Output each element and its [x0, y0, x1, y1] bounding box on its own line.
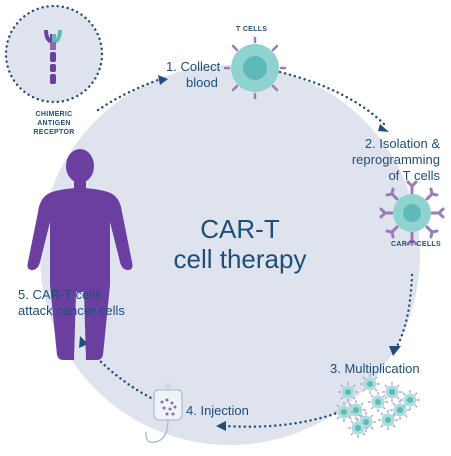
arrow-tcells-to-isolation: [278, 70, 387, 127]
arrow-multiplication-to-injection: [223, 410, 342, 428]
cycle-arrows: [80, 70, 414, 428]
step-2-line3: of T cells: [388, 168, 440, 183]
multiplied-cell: [348, 418, 368, 438]
car-t-cell-icon: [379, 180, 445, 246]
arrowhead-2: [378, 124, 389, 132]
multiplied-cell: [400, 390, 420, 410]
receptor-icon: [44, 29, 62, 84]
human-body-icon: [27, 149, 133, 360]
receptor-label-line2: ANTIGEN RECEPTOR: [33, 120, 75, 136]
multiplied-cell: [360, 374, 380, 394]
multiplied-cells-cluster: [334, 374, 420, 438]
car-t-cells-label: CAR-T CELLS: [391, 241, 441, 248]
multiplied-cell: [382, 382, 402, 402]
receptor-label-line1: CHIMERIC: [35, 111, 73, 118]
injection-bag-icon: [145, 383, 183, 443]
step-2-line1: 2. Isolation &: [364, 136, 440, 151]
step-4-line1: 4. Injection: [186, 403, 249, 418]
t-cell-icon: [223, 36, 287, 100]
cycle-background-circle: [40, 65, 420, 445]
step-5-line2: attack cancer cells: [18, 303, 125, 318]
step-1-label: 1. Collect blood: [166, 59, 220, 91]
multiplied-cell: [334, 402, 354, 422]
step-5-line1: 5. CAR-T cells: [18, 287, 102, 302]
multiplied-cell: [378, 410, 398, 430]
multiplied-cell: [338, 382, 358, 402]
t-cells-label: T CELLS: [236, 26, 268, 33]
step-1-line1: 1. Collect: [166, 59, 221, 74]
arrowhead-4: [216, 421, 226, 431]
title-line1: CAR-T: [200, 214, 280, 244]
step-5-label: 5. CAR-T cells attack cancer cells: [18, 287, 125, 319]
arrow-injection-to-attack: [80, 340, 157, 402]
step-4-label: 4. Injection: [186, 403, 249, 419]
center-title: CAR-T cell therapy: [160, 214, 320, 274]
receptor-label: CHIMERIC ANTIGEN RECEPTOR: [17, 110, 91, 137]
arrow-carcells-to-multiplication: [393, 273, 414, 352]
step-3-label: 3. Multiplication: [330, 361, 420, 377]
title-line2: cell therapy: [173, 244, 307, 274]
step-1-line2: blood: [186, 75, 218, 90]
arrowhead-3: [389, 346, 401, 356]
step-2-label: 2. Isolation & reprogramming of T cells: [340, 136, 440, 184]
step-2-line2: reprogramming: [351, 152, 440, 167]
arrowhead-1: [158, 75, 168, 85]
arrow-receptor-to-collect: [96, 78, 160, 112]
multiplied-cell: [368, 392, 388, 412]
step-3-line1: 3. Multiplication: [330, 361, 420, 376]
